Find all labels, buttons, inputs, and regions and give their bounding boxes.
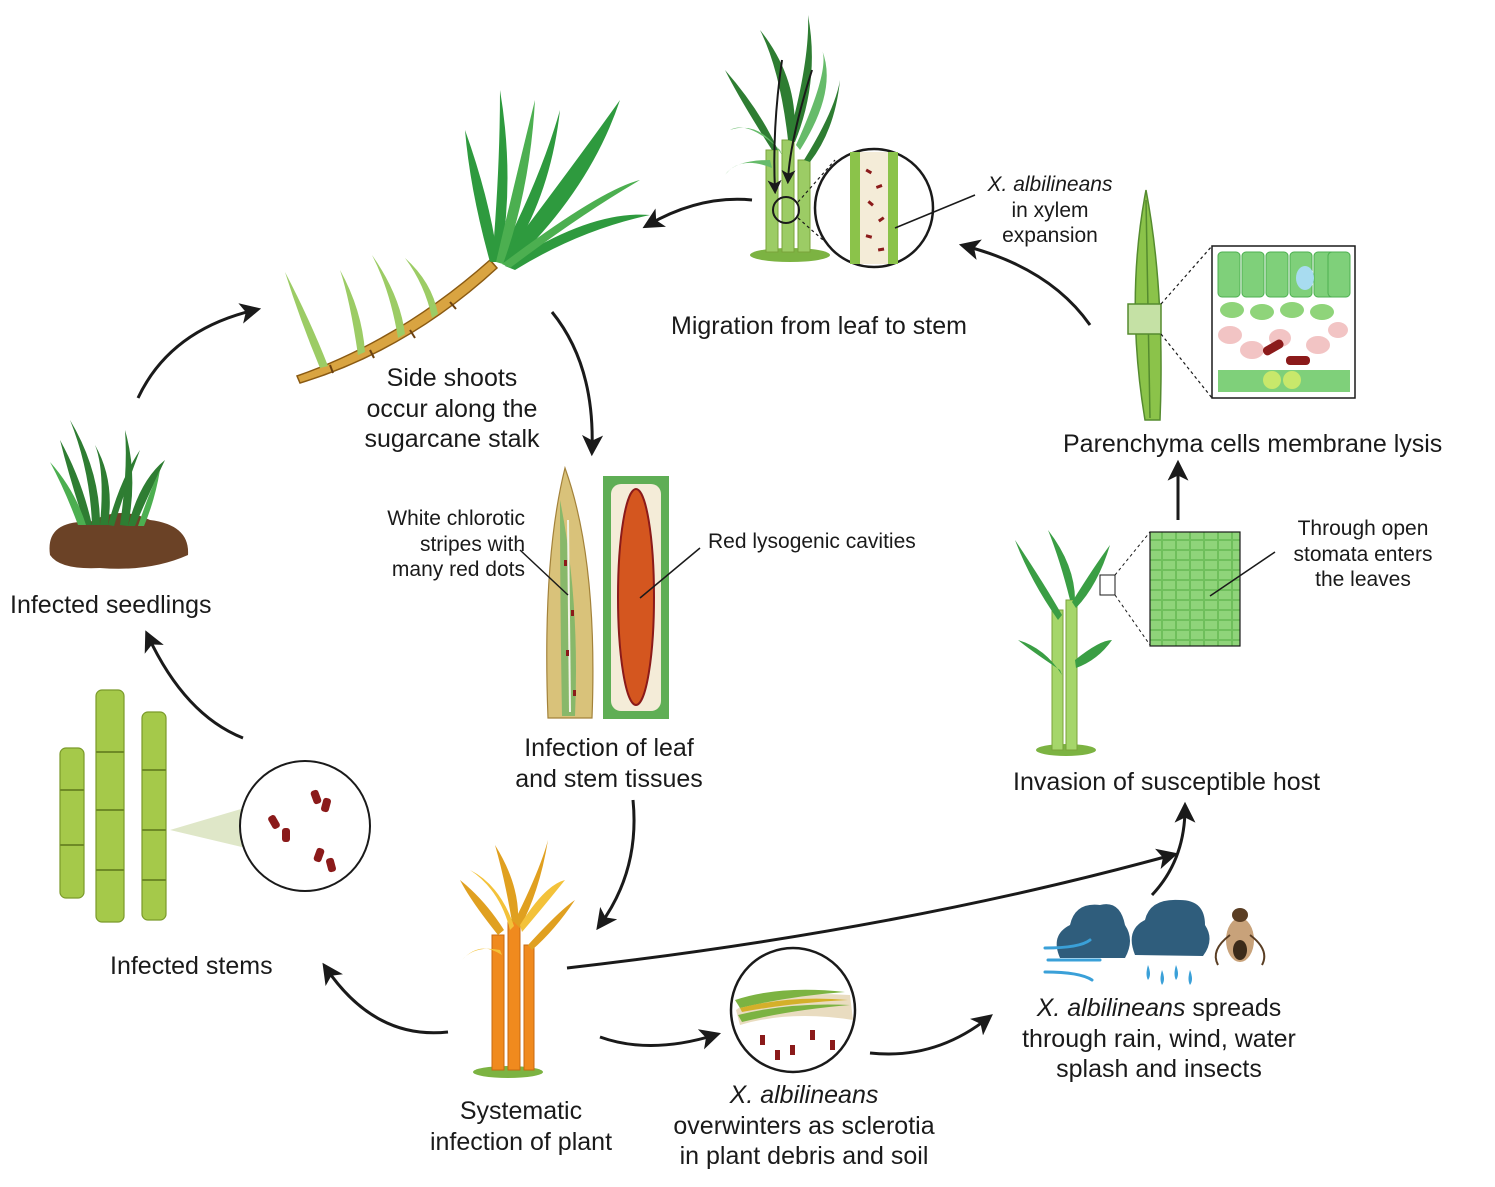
label-infected-stems: Infected stems [110,952,273,980]
label-leaf-stem-line2: and stem tissues [515,764,703,793]
label-overwinter: X. albilineans overwinters as sclerotia … [650,1080,958,1172]
arrow-sclerotia-to-spread [869,1014,993,1056]
arrow-systematic-to-sclerotia [599,1029,722,1050]
label-infected-seedlings: Infected seedlings [10,591,212,619]
label-parenchyma: Parenchyma cells membrane lysis [1063,430,1443,458]
label-side-shoots: Side shoots occur along the sugarcane st… [352,363,552,455]
arrow-stem-to-stalk [642,197,753,229]
label-white-stripes: White chlorotic stripes with many red do… [360,506,525,583]
label-overwinter-species: X. albilineans [729,1081,879,1109]
weather-illustration [1043,899,1266,985]
insect-icon [1214,908,1266,966]
label-migration: Migration from leaf to stem [671,312,967,340]
label-xylem-line3: expansion [1002,224,1098,248]
invasion-plant-illustration [1015,530,1276,756]
label-white-stripes-line3: many red dots [391,558,525,582]
arrow-spread-to-invasion [1150,801,1196,897]
label-xylem-species: X. albilineans [987,173,1113,196]
label-stomata-line1: Through open [1297,517,1429,540]
sclerotia-illustration [729,946,857,1074]
seedlings-illustration [49,420,189,569]
arrow-systematic-to-stems [322,962,449,1035]
label-xylem-line2: in xylem [1011,198,1089,222]
arrow-stalk-to-leaf-infection [550,311,604,457]
label-side-shoots-line1: Side shoots [386,364,518,392]
label-side-shoots-line3: sugarcane stalk [364,425,540,453]
arrow-stems-to-seedlings [144,630,244,740]
arrow-systematic-to-host [566,848,1179,970]
label-overwinter-line3: in plant debris and soil [679,1142,929,1170]
label-leaf-stem-infection: Infection of leaf and stem tissues [495,733,723,794]
label-red-cavities: Red lysogenic cavities [708,530,916,553]
label-overwinter-line2: overwinters as sclerotia [673,1111,935,1140]
label-spread-line3: splash and insects [1056,1055,1262,1083]
label-spread-species: X. albilineans [1036,994,1186,1022]
label-stomata-line3: the leaves [1315,568,1411,592]
cycle-arrows [136,197,1196,1056]
systematic-plant-illustration [460,840,575,1078]
arrow-leaf-infection-to-systematic [596,799,636,931]
label-leaf-stem-line1: Infection of leaf [524,734,694,762]
label-systematic-infection: Systematic infection of plant [412,1096,630,1157]
label-spread: X. albilineans spreads through rain, win… [1000,993,1318,1085]
label-stomata-line2: stomata enters [1293,542,1433,566]
infected-stems-illustration [59,689,371,923]
label-xylem: X. albilineans in xylem expansion [975,172,1125,249]
label-white-stripes-line2: stripes with [419,532,525,556]
arrow-seedlings-to-shoots [136,303,262,399]
label-side-shoots-line2: occur along the [366,394,538,423]
label-systematic-line1: Systematic [459,1097,583,1125]
label-spread-line1-rest: spreads [1185,994,1282,1022]
label-spread-line2: through rain, wind, water [1022,1024,1296,1053]
leaf-stem-tissue-illustration [519,465,701,719]
label-stomata: Through open stomata enters the leaves [1277,516,1449,593]
label-systematic-line2: infection of plant [429,1127,613,1156]
label-white-stripes-line1: White chlorotic [387,507,525,530]
arrow-parenchyma-to-migration [958,239,1092,326]
stalk-with-shoots-illustration [285,90,650,384]
migration-plant-illustration [725,15,976,269]
label-invasion: Invasion of susceptible host [1013,768,1321,796]
parenchyma-illustration [1127,189,1356,421]
